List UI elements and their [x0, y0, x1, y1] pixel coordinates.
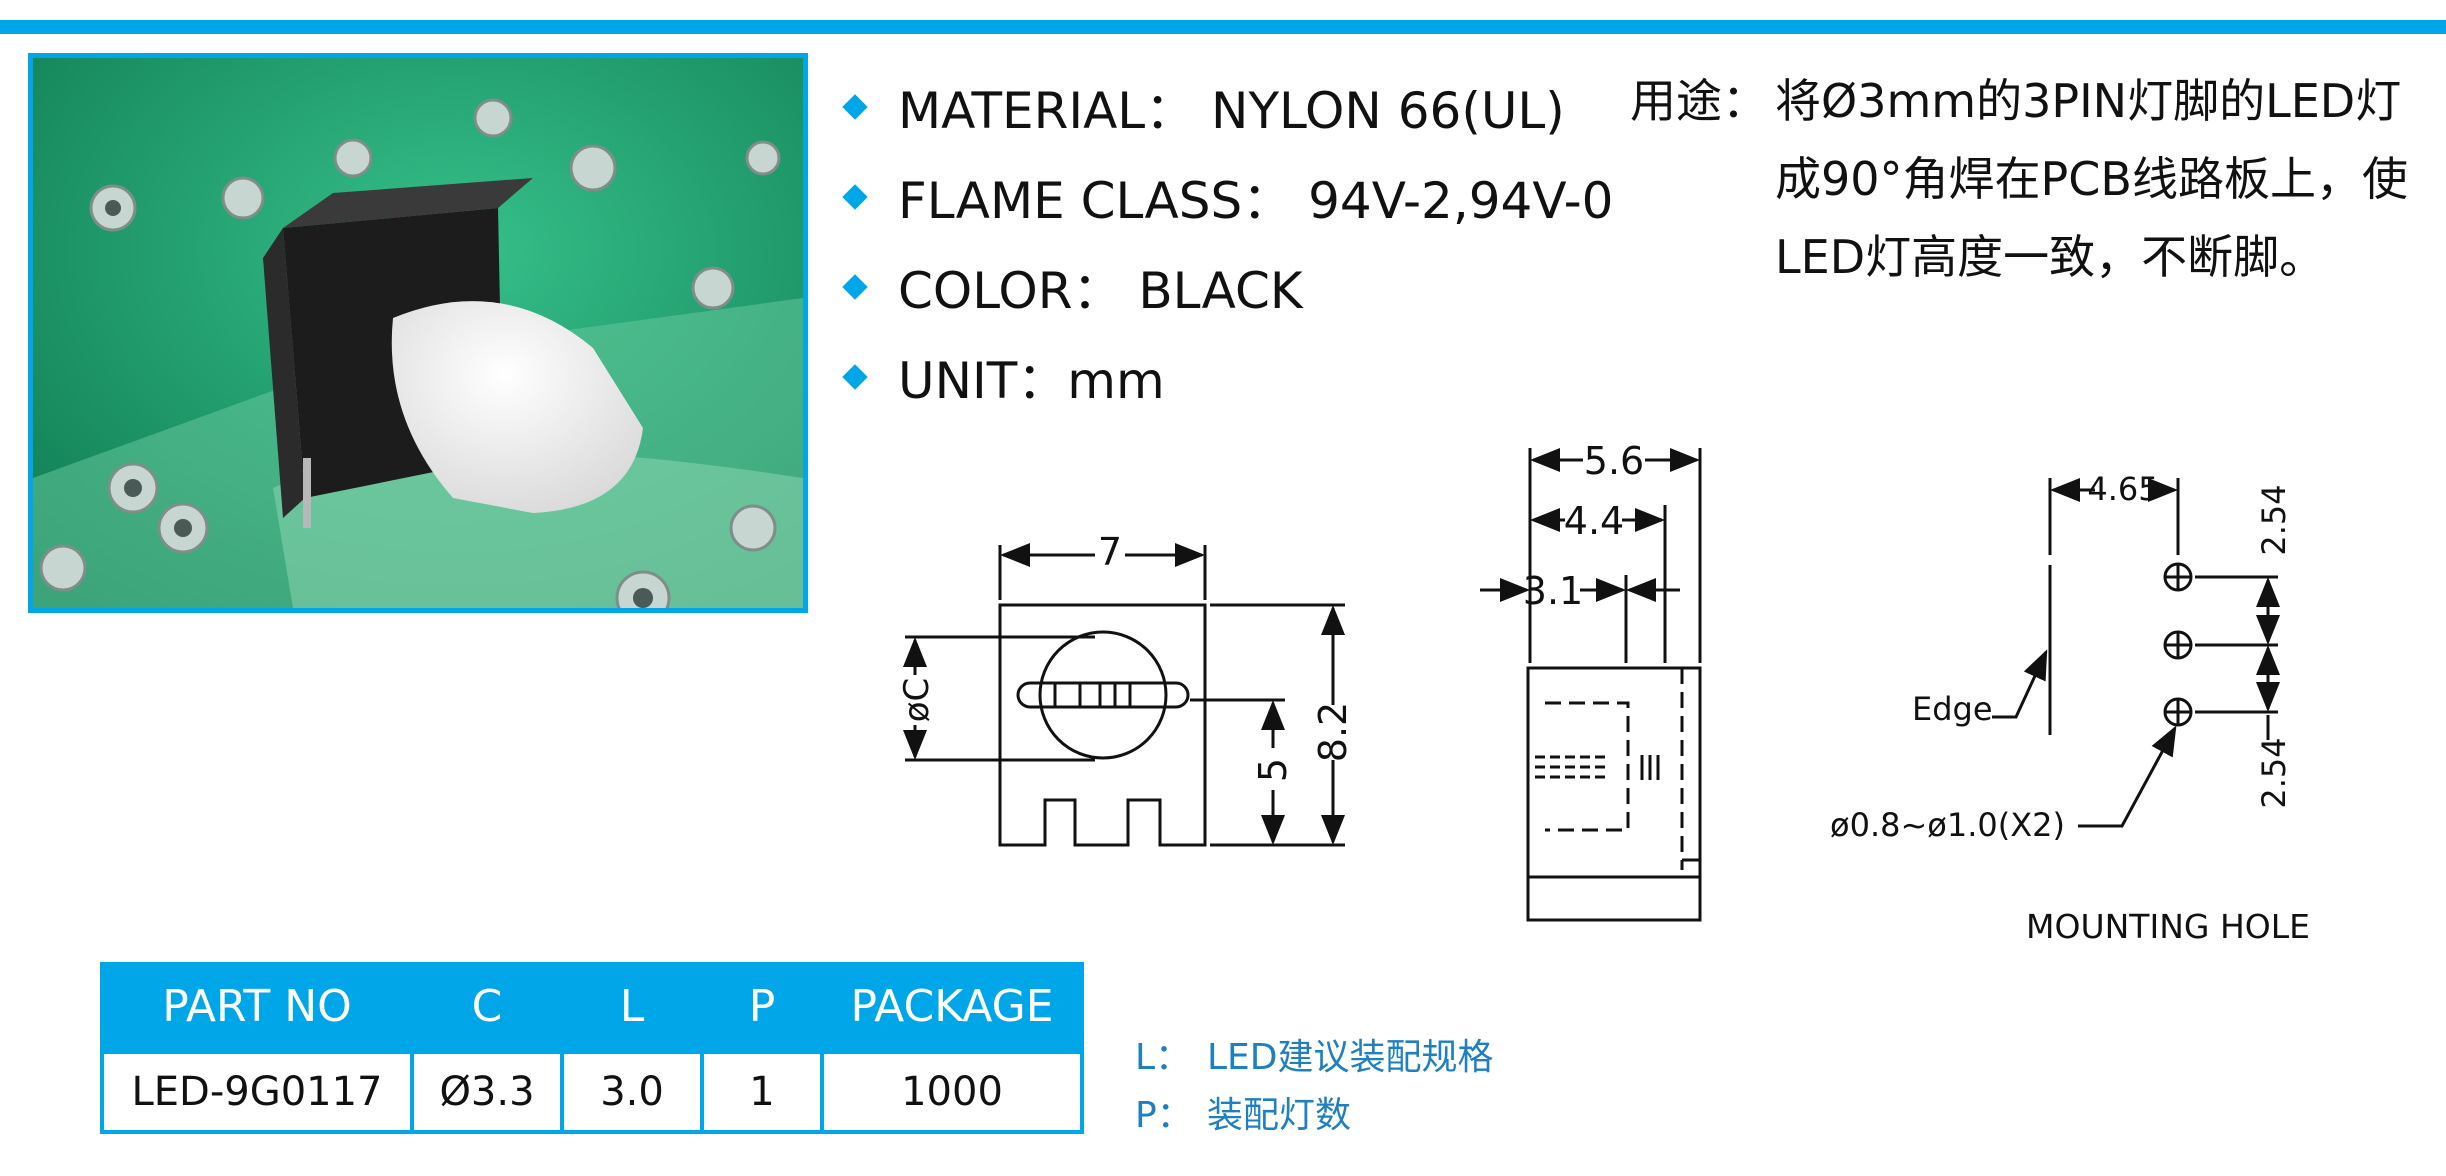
spec-label: COLOR： BLACK [898, 262, 1303, 320]
side-view [1480, 448, 1702, 922]
header-package: PACKAGE [820, 962, 1084, 1052]
table-header-row: PART NO C L P PACKAGE [100, 962, 1084, 1052]
dim-pitch-x: 4.65 [2087, 470, 2158, 508]
cell-part-no: LED-9G0117 [100, 1050, 414, 1134]
spec-item-color: COLOR： BLACK [840, 242, 1613, 332]
spec-item-unit: UNIT：mm [840, 332, 1613, 422]
spec-item-material: MATERIAL： NYLON 66(UL) [840, 62, 1613, 152]
cell-l: 3.0 [560, 1050, 704, 1134]
led-holder-photo-icon [33, 58, 803, 608]
usage-label: 用途： [1630, 74, 1768, 128]
mounting-hole-title: MOUNTING HOLE [2026, 907, 2310, 946]
spec-list: MATERIAL： NYLON 66(UL) FLAME CLASS： 94V-… [840, 62, 1613, 422]
spec-label: MATERIAL： NYLON 66(UL) [898, 82, 1565, 140]
usage-line: 将Ø3mm的3PIN灯脚的LED灯 [1775, 74, 2402, 128]
cell-c: Ø3.3 [410, 1050, 564, 1134]
note-value: LED建议装配规格 [1207, 1037, 1494, 1078]
dim-pitch-y1: 2.54 [2255, 484, 2293, 555]
usage-line: LED灯高度一致，不断脚。 [1775, 230, 2326, 284]
top-accent-bar [0, 20, 2446, 34]
table-row: LED-9G0117 Ø3.3 3.0 1 1000 [100, 1050, 1084, 1134]
header-p: P [700, 962, 824, 1052]
mounting-hole-view [1992, 478, 2280, 828]
usage-text: 将Ø3mm的3PIN灯脚的LED灯 成90°角焊在PCB线路板上，使 LED灯高… [1775, 62, 2425, 296]
header-part-no: PART NO [100, 962, 414, 1052]
hole-label: ø0.8~ø1.0(X2) [1830, 806, 2065, 844]
dim-diameter: øC [897, 678, 937, 723]
usage-line: 成90°角焊在PCB线路板上，使 [1775, 152, 2408, 206]
cell-p: 1 [700, 1050, 824, 1134]
note-value: 装配灯数 [1207, 1095, 1352, 1136]
note-item: P： 装配灯数 [1135, 1083, 1494, 1141]
dim-side-3: 3.1 [1523, 569, 1583, 613]
note-item: L： LED建议装配规格 [1135, 1025, 1494, 1083]
edge-label: Edge [1912, 690, 1993, 728]
spec-label: FLAME CLASS： 94V-2,94V-0 [898, 172, 1614, 230]
dim-width: 7 [1098, 530, 1122, 574]
cell-package: 1000 [820, 1050, 1084, 1134]
spec-label: UNIT：mm [898, 352, 1165, 410]
dim-pitch-y2: 2.54 [2255, 737, 2293, 808]
dim-side-2: 4.4 [1564, 499, 1624, 543]
product-photo [28, 53, 808, 613]
header-l: L [560, 962, 704, 1052]
spec-item-flame-class: FLAME CLASS： 94V-2,94V-0 [840, 152, 1613, 242]
notes: L： LED建议装配规格 P： 装配灯数 [1135, 1025, 1494, 1141]
dim-height-total: 8.2 [1311, 702, 1355, 762]
dim-height-center: 5 [1251, 758, 1295, 782]
parts-table: PART NO C L P PACKAGE LED-9G0117 Ø3.3 3.… [100, 962, 1084, 1134]
dim-side-1: 5.6 [1584, 439, 1644, 483]
note-key: P： [1135, 1095, 1193, 1136]
header-c: C [410, 962, 564, 1052]
note-key: L： [1135, 1037, 1192, 1078]
front-view [903, 543, 1345, 847]
